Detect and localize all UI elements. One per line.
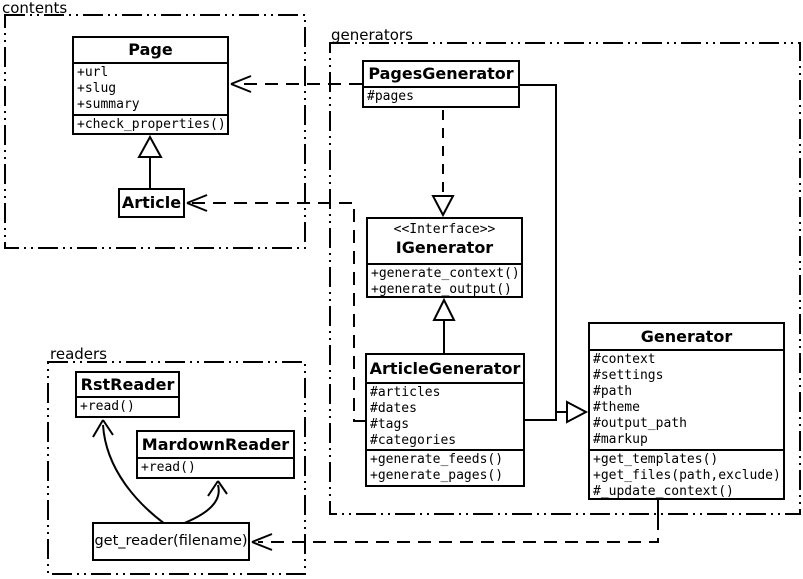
class-name-generator: Generator — [640, 327, 733, 346]
package-label-readers: readers — [50, 345, 107, 363]
class-name-rstreader: RstReader — [80, 375, 175, 394]
open-arrowhead-rstreader — [92, 419, 114, 438]
method: +get_templates() — [593, 452, 719, 467]
curve-getreader-to-mardownreader — [181, 484, 220, 525]
method: +check_properties() — [77, 117, 226, 132]
open-arrowhead-getreader — [251, 533, 273, 551]
package-border-generators — [329, 42, 801, 515]
method: #_update_context() — [593, 484, 734, 499]
attributes-compartment-pagesgenerator: #pages — [364, 86, 518, 107]
function-box-get-reader: get_reader(filename) — [92, 522, 250, 561]
inheritance-triangle-generator — [566, 400, 589, 424]
attribute: +summary — [77, 97, 140, 112]
method: +read() — [141, 460, 196, 475]
attribute: #settings — [593, 368, 664, 383]
class-name-pagesgenerator: PagesGenerator — [368, 64, 514, 83]
attributes-compartment-generator: #context #settings #path #theme #output_… — [590, 349, 783, 449]
inheritance-triangle-igenerator-bottom — [432, 297, 456, 321]
methods-compartment-page: +check_properties() — [74, 114, 227, 135]
class-box-mardownreader: MardownReader +read() — [136, 430, 295, 479]
dependency-line-articlegenerator-to-article — [192, 202, 365, 422]
attribute: #theme — [593, 400, 640, 415]
class-box-igenerator: <<Interface>> IGenerator +generate_conte… — [366, 217, 523, 298]
method: +generate_output() — [371, 282, 512, 297]
package-border-readers — [47, 361, 306, 575]
class-name-igenerator: IGenerator — [395, 238, 494, 257]
methods-compartment-igenerator: +generate_context() +generate_output() — [368, 263, 521, 299]
method: +generate_context() — [371, 266, 520, 281]
attribute: #markup — [593, 432, 648, 447]
class-box-generator: Generator #context #settings #path #them… — [588, 322, 785, 500]
class-box-page: Page +url +slug +summary +check_properti… — [72, 36, 229, 135]
attribute: +url — [77, 65, 109, 80]
attribute: #categories — [370, 433, 457, 448]
attribute: #articles — [370, 385, 441, 400]
class-name-articlegenerator: ArticleGenerator — [369, 359, 521, 378]
realization-triangle-igenerator-top — [431, 195, 455, 218]
package-label-contents: contents — [2, 0, 68, 17]
open-arrowhead-mardownreader — [207, 480, 228, 497]
method: +read() — [80, 399, 135, 414]
attribute: #dates — [370, 401, 417, 416]
inheritance-line-pagesgenerator-to-generator — [520, 84, 566, 413]
open-arrowhead-page — [230, 75, 252, 93]
methods-compartment-articlegenerator: +generate_feeds() +generate_pages() — [367, 449, 523, 487]
stereotype-interface: <<Interface>> — [393, 222, 496, 237]
class-box-rstreader: RstReader +read() — [75, 371, 180, 418]
class-name-article: Article — [121, 193, 182, 212]
method: +get_files(path,exclude) — [593, 468, 781, 483]
methods-compartment-generator: +get_templates() +get_files(path,exclude… — [590, 449, 783, 500]
attributes-compartment-page: +url +slug +summary — [74, 62, 227, 114]
dependency-line-generator-to-getreader — [258, 517, 659, 543]
inheritance-line-articlegenerator-to-generator — [525, 412, 557, 421]
attribute: +slug — [77, 81, 117, 96]
attribute: #tags — [370, 417, 410, 432]
attribute: #path — [593, 384, 633, 399]
attribute: #output_path — [593, 416, 687, 431]
class-name-mardownreader: MardownReader — [141, 435, 290, 454]
class-name-page: Page — [128, 40, 173, 59]
attributes-compartment-articlegenerator: #articles #dates #tags #categories — [367, 382, 523, 449]
method: +generate_pages() — [370, 468, 504, 483]
class-box-pagesgenerator: PagesGenerator #pages — [362, 60, 520, 108]
class-box-article: Article — [118, 188, 185, 218]
package-label-generators: generators — [331, 26, 413, 44]
curve-getreader-to-rstreader — [102, 424, 166, 525]
open-arrowhead-article — [186, 194, 208, 212]
methods-compartment-mardownreader: +read() — [138, 457, 293, 478]
inheritance-triangle-page — [137, 134, 163, 158]
class-title-igenerator: <<Interface>> IGenerator — [368, 219, 521, 263]
package-border-contents — [4, 14, 306, 249]
attribute: #pages — [367, 89, 414, 104]
methods-compartment-rstreader: +read() — [77, 396, 178, 417]
class-box-articlegenerator: ArticleGenerator #articles #dates #tags … — [365, 353, 525, 487]
attribute: #context — [593, 352, 656, 367]
method: +generate_feeds() — [370, 452, 504, 467]
